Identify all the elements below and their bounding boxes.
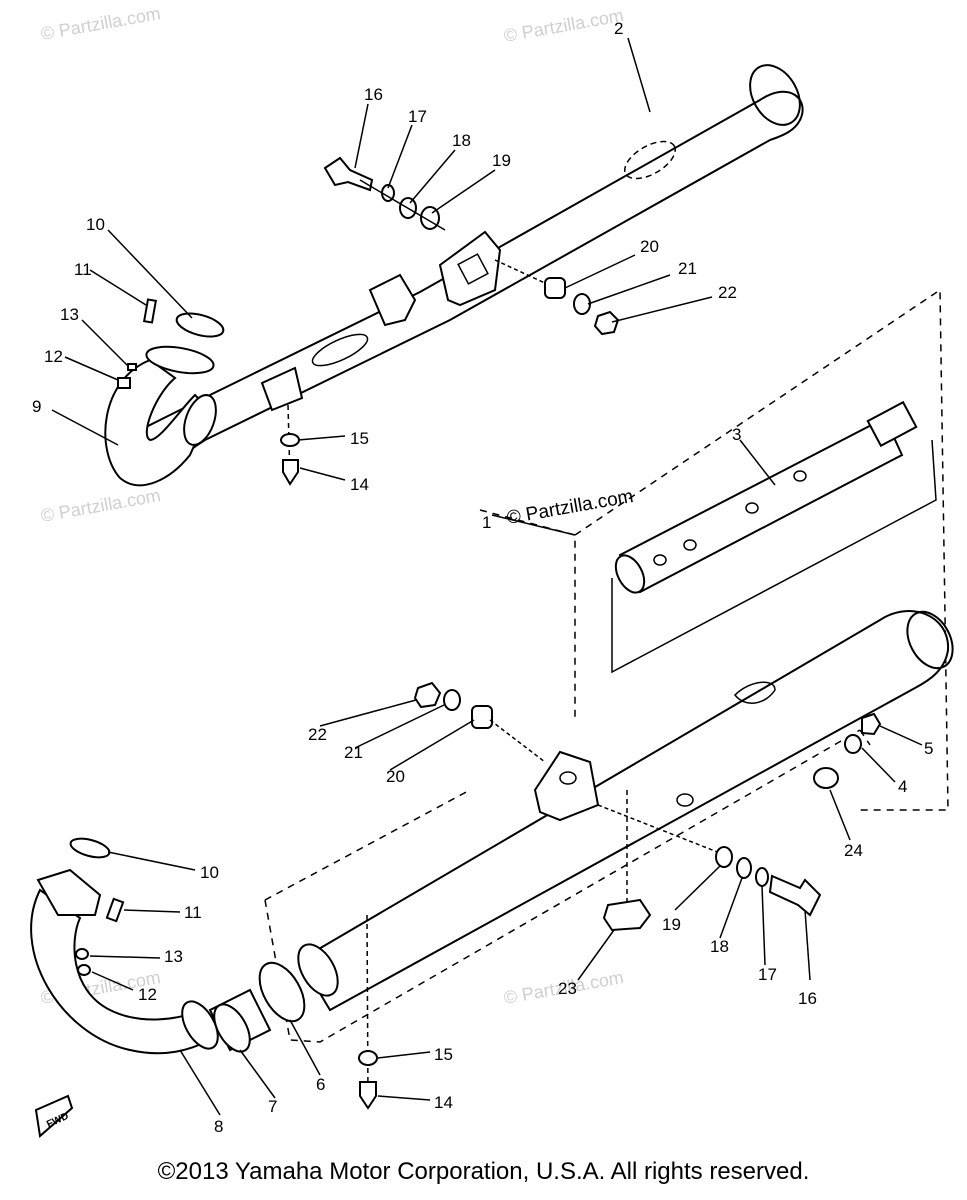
rubber-23 xyxy=(602,898,652,932)
top-exhaust-pipe xyxy=(104,345,217,487)
label-22b: 22 xyxy=(308,725,327,744)
lower-nut-12 xyxy=(77,964,91,976)
label-17b: 17 xyxy=(758,965,777,984)
label-20b: 20 xyxy=(386,767,405,786)
label-7: 7 xyxy=(268,1097,277,1116)
label-20: 20 xyxy=(640,237,659,256)
leader-lines xyxy=(51,37,923,1116)
label-19b: 19 xyxy=(662,915,681,934)
top-washer-13 xyxy=(127,363,137,371)
label-19: 19 xyxy=(492,151,511,170)
label-21: 21 xyxy=(678,259,697,278)
washer-4 xyxy=(844,734,862,754)
top-bolt-16 xyxy=(323,156,374,192)
bot-bolt-14 xyxy=(359,1081,377,1110)
label-12: 12 xyxy=(44,347,63,366)
label-5: 5 xyxy=(924,739,933,758)
lower-exhaust-pipe xyxy=(30,868,219,1055)
label-4: 4 xyxy=(898,777,907,796)
watermark: © Partzilla.com xyxy=(39,3,162,44)
clamp-6b xyxy=(297,943,339,997)
top-washer-21 xyxy=(573,293,591,315)
label-14: 14 xyxy=(350,475,369,494)
lower-mounting-bracket xyxy=(533,750,600,822)
label-13b: 13 xyxy=(164,947,183,966)
top-washer-15 xyxy=(280,433,300,447)
top-lower-bracket xyxy=(260,366,304,412)
lower-gasket-10 xyxy=(69,837,111,859)
label-21b: 21 xyxy=(344,743,363,762)
label-14b: 14 xyxy=(434,1093,453,1112)
label-15b: 15 xyxy=(434,1045,453,1064)
label-11b: 11 xyxy=(184,903,202,922)
label-10b: 10 xyxy=(200,863,219,882)
label-23: 23 xyxy=(558,979,577,998)
label-3: 3 xyxy=(732,425,741,444)
top-gasket-10 xyxy=(175,312,225,338)
silencer-box-frame xyxy=(611,439,937,674)
label-12b: 12 xyxy=(138,985,157,1004)
label-9: 9 xyxy=(32,397,41,416)
label-11: 11 xyxy=(74,260,92,279)
top-collar-20 xyxy=(544,277,566,299)
bot-lockwasher-17 xyxy=(755,867,769,887)
mid-collar-20 xyxy=(471,705,493,729)
top-nut-12 xyxy=(117,377,131,389)
grommet-24 xyxy=(813,767,839,789)
lower-stud-11 xyxy=(105,897,125,923)
top-mounting-bracket xyxy=(438,230,502,307)
top-nut-22 xyxy=(593,310,620,336)
label-2: 2 xyxy=(614,19,623,38)
joint-7-ring xyxy=(213,1003,251,1053)
watermark: © Partzilla.com xyxy=(502,5,625,46)
lower-washer-13 xyxy=(75,948,89,960)
label-6: 6 xyxy=(316,1075,325,1094)
label-13: 13 xyxy=(60,305,79,324)
label-17: 17 xyxy=(408,107,427,126)
label-16: 16 xyxy=(364,85,383,104)
label-18b: 18 xyxy=(710,937,729,956)
lower-muffler xyxy=(298,610,954,1012)
top-stud-11 xyxy=(142,298,158,324)
watermark: © Partzilla.com xyxy=(39,485,162,526)
label-8: 8 xyxy=(214,1117,223,1136)
label-18: 18 xyxy=(452,131,471,150)
fwd-arrow-icon: FWD xyxy=(34,1094,74,1138)
silencer-insert-3 xyxy=(614,400,918,594)
label-24: 24 xyxy=(844,841,863,860)
copyright-notice: ©2013 Yamaha Motor Corporation, U.S.A. A… xyxy=(157,1158,810,1185)
label-15: 15 xyxy=(350,429,369,448)
label-10: 10 xyxy=(86,215,105,234)
clamp-6 xyxy=(258,961,306,1023)
bot-washer-19 xyxy=(715,846,733,868)
bot-washer-15 xyxy=(358,1050,378,1066)
label-1: 1 xyxy=(482,513,491,532)
nut-5 xyxy=(861,712,882,736)
mid-washer-21 xyxy=(443,689,461,711)
bot-washer-18 xyxy=(736,857,752,879)
mid-nut-22 xyxy=(413,681,442,709)
bot-bolt-16 xyxy=(768,874,822,917)
label-16b: 16 xyxy=(798,989,817,1008)
label-22: 22 xyxy=(718,283,737,302)
top-bolt-14 xyxy=(282,459,299,486)
